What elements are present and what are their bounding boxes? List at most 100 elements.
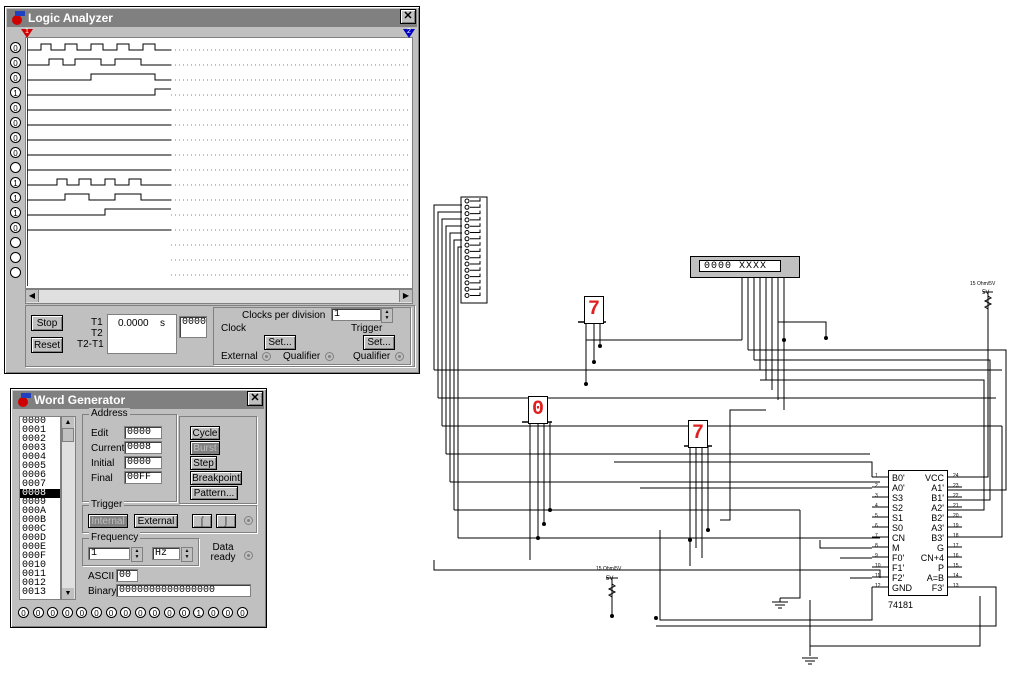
chip-pin-right: A1' bbox=[931, 483, 944, 493]
word-list-item[interactable]: 0012 bbox=[22, 578, 47, 589]
connector-pin bbox=[464, 204, 470, 210]
marker-2-icon[interactable]: 2 bbox=[403, 28, 415, 39]
binary-field[interactable]: 0000000000000000 bbox=[116, 584, 251, 597]
chip-pin-number-left: 9 bbox=[875, 553, 878, 559]
chip-pin-number-left: 1 bbox=[875, 473, 878, 479]
hex-display[interactable]: 0000 XXXX bbox=[690, 256, 800, 278]
connector-pin bbox=[464, 242, 470, 248]
channel-indicator: 0 bbox=[10, 132, 21, 143]
burst-button[interactable]: Burst bbox=[190, 441, 220, 455]
hex-display-screen: 0000 XXXX bbox=[699, 260, 781, 272]
word-list-item[interactable]: 000F bbox=[22, 551, 47, 562]
word-generator-titlebar[interactable]: Word Generator bbox=[13, 391, 264, 409]
initial-field[interactable]: 0000 bbox=[124, 456, 162, 469]
internal-button[interactable]: Internal bbox=[88, 514, 128, 528]
final-field[interactable]: 00FF bbox=[124, 471, 162, 484]
word-list-scrollbar[interactable]: ▲ ▼ bbox=[61, 416, 76, 600]
step-button[interactable]: Step bbox=[190, 456, 217, 470]
output-bit: 0 bbox=[91, 607, 102, 618]
seven-segment-top[interactable]: 7 bbox=[584, 296, 604, 324]
scroll-thumb[interactable] bbox=[62, 428, 74, 442]
word-list-item[interactable]: 000D bbox=[22, 533, 47, 544]
seven-segment-mid[interactable]: 7 bbox=[688, 420, 708, 448]
wire bbox=[470, 204, 481, 208]
output-bit: 1 bbox=[193, 607, 205, 618]
output-bit: 0 bbox=[134, 607, 146, 618]
word-list-item[interactable]: 0005 bbox=[22, 461, 47, 472]
word-list-item[interactable]: 0011 bbox=[22, 569, 47, 580]
channel-trace bbox=[27, 208, 171, 216]
breakpoint-button[interactable]: Breakpoint bbox=[190, 471, 242, 485]
t1-label: T1 bbox=[91, 317, 103, 328]
scroll-right-icon[interactable]: ▶ bbox=[399, 290, 412, 302]
horizontal-scrollbar[interactable]: ◀ ▶ bbox=[25, 289, 413, 304]
output-bit: 0 bbox=[222, 607, 234, 618]
qualifier-radio[interactable] bbox=[325, 352, 334, 361]
close-icon[interactable]: ✕ bbox=[400, 9, 416, 24]
falling-edge-icon[interactable]: ⌡ bbox=[216, 514, 236, 528]
chip-pin-number-left: 3 bbox=[875, 493, 878, 499]
word-list-item[interactable]: 0004 bbox=[22, 452, 47, 463]
chip-pin-left: F2' bbox=[892, 573, 905, 583]
frequency-group: Frequency bbox=[82, 532, 199, 566]
word-list-item[interactable]: 0010 bbox=[22, 560, 47, 571]
output-bit: 0 bbox=[61, 607, 73, 618]
edit-field[interactable]: 0000 bbox=[124, 426, 162, 439]
marker-1-icon[interactable]: 1 bbox=[21, 28, 33, 39]
frequency-input[interactable]: 1 bbox=[88, 547, 130, 560]
wire bbox=[470, 242, 481, 246]
connector-pin bbox=[464, 261, 470, 267]
word-list-item[interactable]: 0006 bbox=[22, 470, 47, 481]
connector-pin bbox=[464, 223, 470, 229]
external-button[interactable]: External bbox=[134, 514, 178, 528]
connector-pin bbox=[464, 230, 470, 235]
word-list-item[interactable]: 0001 bbox=[22, 425, 47, 436]
trigger-set-button[interactable]: Set... bbox=[363, 335, 395, 350]
address-group: Address bbox=[82, 408, 177, 502]
seven-segment-left[interactable]: 0 bbox=[528, 396, 548, 424]
stop-button[interactable]: Stop bbox=[31, 315, 63, 331]
word-list-item[interactable]: 0003 bbox=[22, 443, 47, 454]
wire bbox=[659, 530, 873, 621]
word-list-item[interactable]: 0013 bbox=[22, 587, 47, 598]
word-list-item[interactable]: 000E bbox=[22, 542, 47, 553]
word-list-item[interactable]: 0009 bbox=[22, 497, 47, 508]
output-bit: 0 bbox=[120, 607, 132, 618]
logic-analyzer-titlebar[interactable]: Logic Analyzer bbox=[7, 9, 417, 27]
clock-set-button[interactable]: Set... bbox=[264, 335, 296, 350]
scroll-down-icon[interactable]: ▼ bbox=[62, 588, 74, 599]
word-list-item[interactable]: 000B bbox=[22, 515, 47, 526]
trigger-radio[interactable] bbox=[244, 516, 253, 525]
frequency-unit-select[interactable]: Hz bbox=[152, 547, 180, 560]
ascii-field[interactable]: 00 bbox=[116, 569, 138, 582]
clocks-spinner[interactable]: ▲▼ bbox=[381, 308, 393, 323]
scroll-left-icon[interactable]: ◀ bbox=[26, 290, 39, 302]
pattern-button[interactable]: Pattern... bbox=[190, 486, 238, 500]
chip-pin-number-right: 24 bbox=[953, 473, 959, 479]
rising-edge-icon[interactable]: ⌠ bbox=[192, 514, 212, 528]
channel-indicator: 1 bbox=[10, 192, 21, 203]
chip-pin-right: G bbox=[936, 543, 944, 553]
word-list-item[interactable]: 0002 bbox=[22, 434, 47, 445]
trigger-qualifier-radio[interactable] bbox=[395, 352, 404, 361]
external-radio[interactable] bbox=[262, 352, 271, 361]
word-list-item[interactable]: 0007 bbox=[22, 479, 47, 490]
clocks-per-division-input[interactable]: 1 bbox=[331, 308, 381, 321]
waveform-display[interactable] bbox=[25, 37, 413, 289]
frequency-spinner[interactable]: ▲▼ bbox=[131, 547, 143, 562]
connector-pin bbox=[464, 198, 470, 204]
word-list-item[interactable]: 0000 bbox=[22, 416, 47, 427]
word-list-item[interactable]: 000A bbox=[22, 506, 47, 517]
cycle-button[interactable]: Cycle bbox=[190, 426, 220, 440]
reset-button[interactable]: Reset bbox=[31, 337, 63, 353]
word-list-item[interactable]: 000C bbox=[22, 524, 47, 535]
unit-spinner[interactable]: ▲▼ bbox=[181, 547, 193, 562]
logic-analyzer-window[interactable]: Logic Analyzer ✕ 1 2 ◀ ▶ Stop Reset T1 T… bbox=[4, 6, 420, 374]
current-field[interactable]: 0008 bbox=[124, 441, 162, 454]
word-list-item[interactable]: 0008 bbox=[20, 489, 60, 499]
scroll-up-icon[interactable]: ▲ bbox=[62, 417, 74, 428]
close-icon[interactable]: ✕ bbox=[247, 391, 263, 406]
